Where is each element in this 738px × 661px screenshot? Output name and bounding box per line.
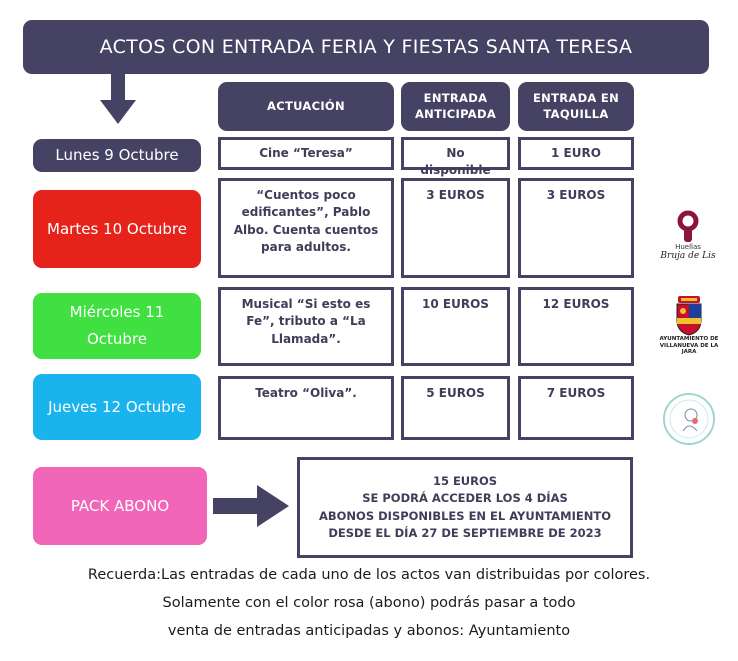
footer-note-2: Solamente con el color rosa (abono) podr… [162,595,576,611]
right-arrow-icon [213,485,289,527]
day-label-lunes: Lunes 9 Octubre [33,139,201,172]
price-taquilla-lunes: 1 EURO [518,137,634,170]
pack-date-text: DESDE EL DÍA 27 DE SEPTIEMBRE DE 2023 [328,525,602,540]
pack-access-text: SE PODRÁ ACCEDER LOS 4 DÍAS [362,491,568,506]
ayuntamiento-line-2: VILLANUEVA DE LA JARA [659,342,719,356]
day-label-miercoles: Miércoles 11 Octubre [33,293,201,359]
pack-abono-label: PACK ABONO [33,467,207,545]
circular-logo-icon [663,393,715,445]
ayuntamiento-line-1: AYUNTAMIENTO DE [659,336,719,342]
price-anticipada-lunes: No disponible [401,137,510,177]
huellas-name: Huellas [675,243,701,251]
pack-price: 15 EUROS [432,474,498,488]
header-entrada-anticipada: ENTRADA ANTICIPADA [401,82,510,131]
price-taquilla-martes: 3 EUROS [518,178,634,278]
footer-note-3: venta de entradas anticipadas y abonos: … [167,623,571,639]
header-actuacion: ACTUACIÓN [218,82,394,131]
huellas-logo: Huellas Bruja de Lis [653,210,723,275]
day-label-jueves: Jueves 12 Octubre [33,374,201,440]
pack-info-box: 15 EUROS SE PODRÁ ACCEDER LOS 4 DÍAS ABO… [297,457,633,558]
huellas-script: Bruja de Lis [660,251,716,261]
huellas-mark-icon [677,210,699,242]
act-cell-lunes: Cine “Teresa” [218,137,394,170]
price-anticipada-jueves: 5 EUROS [401,376,510,440]
page-title: ACTOS CON ENTRADA FERIA Y FIESTAS SANTA … [23,20,709,74]
act-cell-jueves: Teatro “Oliva”. [218,376,394,440]
down-arrow-icon [100,74,136,124]
pack-availability-text: ABONOS DISPONIBLES EN EL AYUNTAMIENTO [318,508,611,523]
price-anticipada-martes: 3 EUROS [401,178,510,278]
day-label-martes: Martes 10 Octubre [33,190,201,268]
price-taquilla-jueves: 7 EUROS [518,376,634,440]
ayuntamiento-logo: AYUNTAMIENTO DE VILLANUEVA DE LA JARA [652,296,726,370]
header-entrada-taquilla: ENTRADA EN TAQUILLA [518,82,634,131]
act-cell-martes: “Cuentos poco edificantes”, Pablo Albo. … [218,178,394,278]
price-anticipada-miercoles: 10 EUROS [401,287,510,366]
act-cell-miercoles: Musical “Si esto es Fe”, tributo a “La L… [218,287,394,366]
footer-note-1: Recuerda:Las entradas de cada uno de los… [87,567,651,583]
coat-of-arms-icon [676,296,702,336]
price-taquilla-miercoles: 12 EUROS [518,287,634,366]
